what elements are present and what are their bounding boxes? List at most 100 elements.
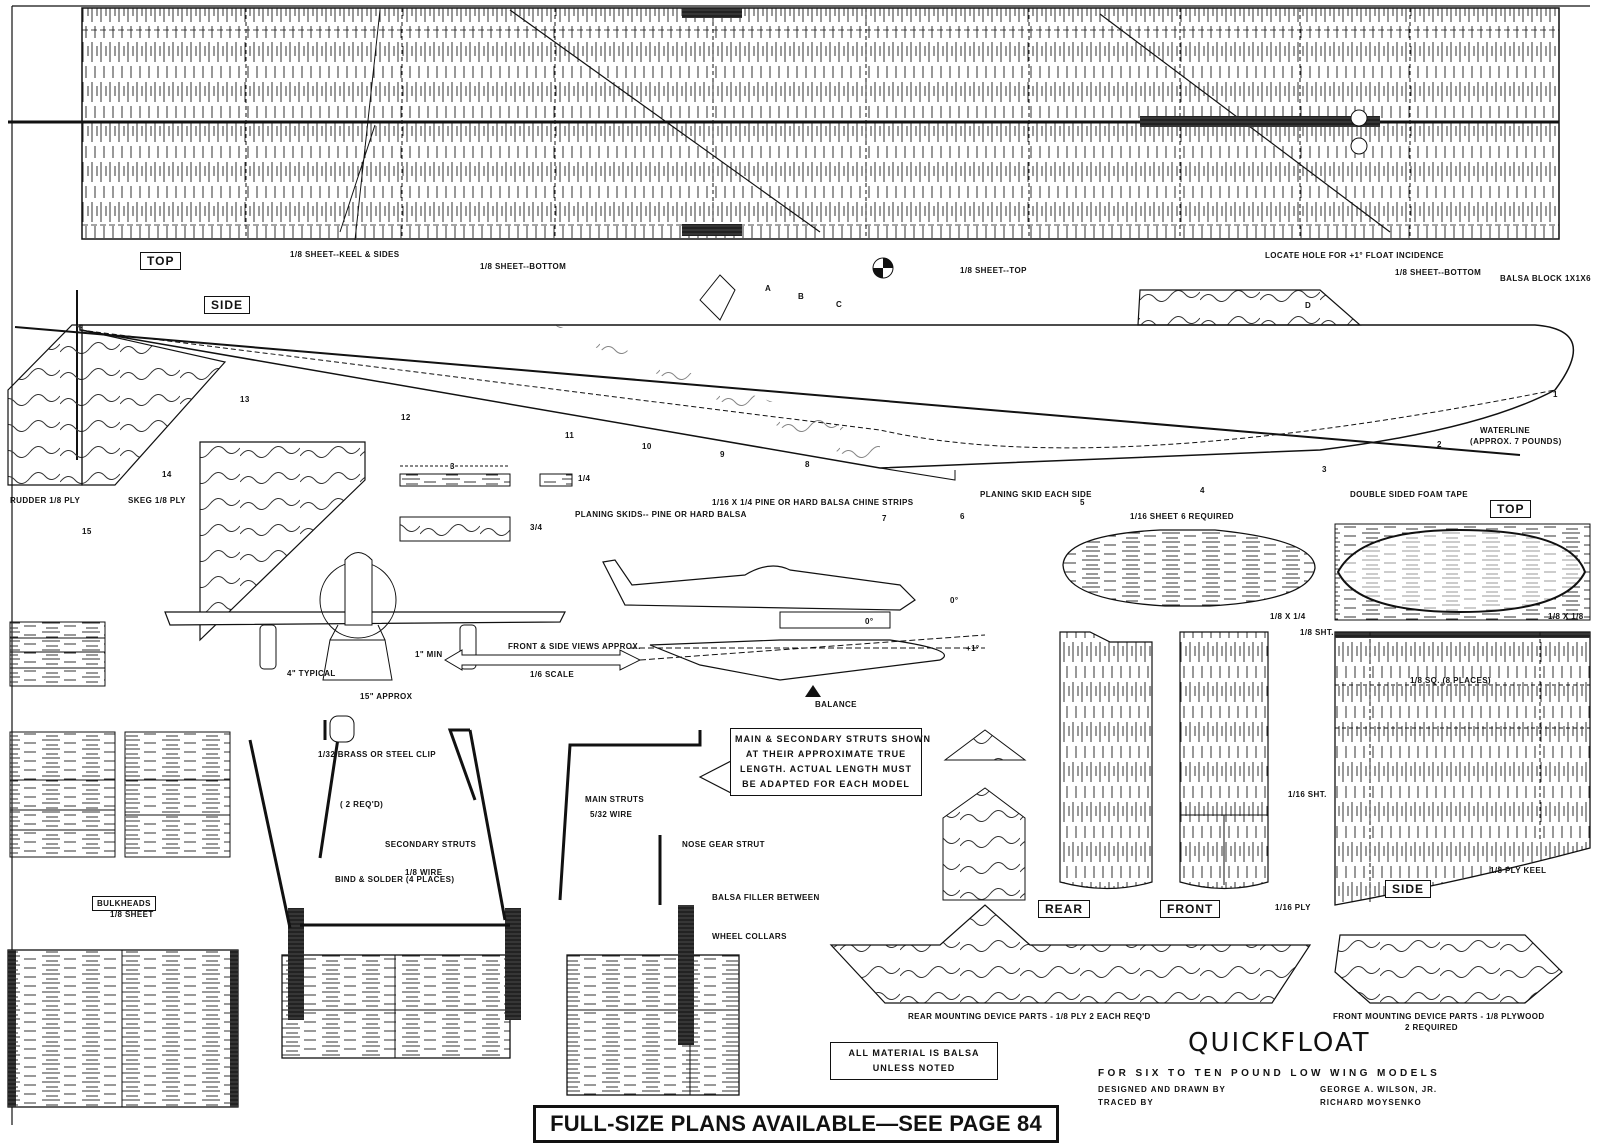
label-sheet-bottom-right: 1/8 SHEET--BOTTOM xyxy=(1395,268,1482,277)
plan-subtitle: FOR SIX TO TEN POUND LOW WING MODELS xyxy=(1098,1068,1441,1079)
struts-note-line: AT THEIR APPROXIMATE TRUE xyxy=(745,749,907,759)
callout-d: D xyxy=(1305,301,1312,310)
label-sq-8places: 1/8 SQ. (8 PLACES) xyxy=(1410,676,1491,685)
struts-note-line: MAIN & SECONDARY STRUTS SHOWN xyxy=(735,734,932,744)
label-sixteenth-sht: 1/16 SHT. xyxy=(1288,790,1327,799)
label-rudder: RUDDER 1/8 PLY xyxy=(10,496,81,505)
label-balsa-block: BALSA BLOCK 1X1X6 xyxy=(1500,274,1591,283)
station-6: 6 xyxy=(960,512,965,521)
label-sheet-bottom-left: 1/8 SHEET--BOTTOM xyxy=(480,262,567,271)
credit-traced-name: RICHARD MOYSENKO xyxy=(1320,1098,1422,1107)
float-front-end-view xyxy=(1179,631,1269,890)
label-planing-skids: PLANING SKIDS-- PINE OR HARD BALSA xyxy=(575,510,747,519)
float-top-view xyxy=(8,7,1560,241)
label-eighth-x-eighth: 1/8 x 1/8 xyxy=(1548,612,1584,621)
label-zero-deg: 0° xyxy=(950,596,959,605)
bulkhead-9-view xyxy=(248,715,702,1059)
plans-available-banner: FULL-SIZE PLANS AVAILABLE—SEE PAGE 84 xyxy=(533,1105,1059,1143)
label-dim-three-quarter: 3/4 xyxy=(530,523,543,532)
station-10: 10 xyxy=(642,442,652,451)
callout-c: C xyxy=(836,300,843,309)
label-locate-hole: LOCATE HOLE FOR +1° FLOAT INCIDENCE xyxy=(1265,251,1444,260)
label-skeg: SKEG 1/8 PLY xyxy=(128,496,186,505)
label-wheel-collars: WHEEL COLLARS xyxy=(712,932,787,941)
label-balance: BALANCE xyxy=(815,700,857,709)
label-rear-mount: REAR MOUNTING DEVICE PARTS - 1/8 PLY 2 E… xyxy=(908,1012,1151,1021)
label-bulkheads: BULKHEADS xyxy=(92,896,156,911)
station-8: 8 xyxy=(805,460,810,469)
mount-part-b xyxy=(942,787,1026,901)
station-7: 7 xyxy=(882,514,887,523)
label-bulkheads-sheet: 1/8 SHEET xyxy=(110,910,154,919)
station-9: 9 xyxy=(720,450,725,459)
label-waterline-note: (APPROX. 7 POUNDS) xyxy=(1470,437,1562,446)
scale-arrow xyxy=(444,649,642,671)
front-view-tag: FRONT xyxy=(1160,900,1221,918)
label-wire-eighth: 1/8 WIRE xyxy=(405,868,443,877)
station-11: 11 xyxy=(565,431,575,440)
label-req2: ( 2 REQ'D) xyxy=(340,800,384,809)
label-main-struts: MAIN STRUTS xyxy=(585,795,645,804)
skeg-part xyxy=(199,441,366,642)
label-pine-strips: 1/16 x 1/4 PINE OR HARD BALSA CHINE STRI… xyxy=(712,498,914,507)
label-sheet-top: 1/8 SHEET--TOP xyxy=(960,266,1027,275)
side-small-tag: SIDE xyxy=(1385,880,1432,898)
station-13: 13 xyxy=(240,395,250,404)
struts-note-line: LENGTH. ACTUAL LENGTH MUST xyxy=(740,764,912,774)
float-rear-end-view xyxy=(1059,631,1153,890)
label-sheet-keel: 1/8 SHEET--KEEL & SIDES xyxy=(290,250,400,259)
label-dim-3: 3 xyxy=(450,462,455,471)
mount-part-d xyxy=(1334,934,1563,1004)
label-secondary-struts: SECONDARY STRUTS xyxy=(385,840,477,849)
plan-title: QUICKFLOAT xyxy=(1188,1028,1371,1058)
top-small-tag: TOP xyxy=(1490,500,1532,518)
float-side-view xyxy=(7,257,1574,486)
label-balsa-filler: BALSA FILLER BETWEEN xyxy=(712,893,820,902)
callout-a: A xyxy=(765,284,772,293)
label-dim-quarter: 1/4 xyxy=(578,474,591,483)
label-front-side-views: FRONT & SIDE VIEWS APPROX. xyxy=(508,642,641,651)
label-double-sided: DOUBLE SIDED FOAM TAPE xyxy=(1350,490,1468,499)
label-wire-532: 5/32 WIRE xyxy=(590,810,633,819)
station-14: 14 xyxy=(162,470,172,479)
credit-designed-label: DESIGNED AND DRAWN BY xyxy=(1098,1085,1226,1094)
label-nose-gear: NOSE GEAR STRUT xyxy=(682,840,765,849)
side-view-tag: SIDE xyxy=(204,296,251,314)
credit-traced-label: TRACED BY xyxy=(1098,1098,1154,1107)
bulkhead-7-view xyxy=(7,949,239,1108)
model-side-view xyxy=(602,559,986,697)
label-waterline: WATERLINE xyxy=(1480,426,1531,435)
material-note: ALL MATERIAL IS BALSA UNLESS NOTED xyxy=(830,1042,998,1080)
page-border xyxy=(11,5,1590,1125)
station-15: 15 xyxy=(82,527,92,536)
top-view-tag: TOP xyxy=(140,252,182,270)
station-3: 3 xyxy=(1322,465,1327,474)
bulkhead-template xyxy=(1062,529,1316,607)
label-plus-one: +1° xyxy=(966,644,980,653)
material-note-line: UNLESS NOTED xyxy=(872,1063,956,1073)
station-4: 4 xyxy=(1200,486,1205,495)
label-sixteenth-ply: 1/16 PLY xyxy=(1275,903,1311,912)
mount-part-c xyxy=(829,904,1312,1004)
station-1: 1 xyxy=(1553,390,1558,399)
label-front-mount-2: 2 REQUIRED xyxy=(1405,1023,1458,1032)
label-scale: 1/6 SCALE xyxy=(530,670,575,679)
mount-part-a xyxy=(943,729,1027,761)
small-parts-stack xyxy=(9,621,231,858)
station-2: 2 xyxy=(1437,440,1442,449)
rear-view-tag: REAR xyxy=(1038,900,1091,918)
label-planing-skid-each: PLANING SKID EACH SIDE xyxy=(980,490,1092,499)
label-one-min: 1" MIN xyxy=(415,650,443,659)
station-12: 12 xyxy=(401,413,411,422)
label-sheet-6-required: 1/16 SHEET 6 REQUIRED xyxy=(1130,512,1234,521)
label-eighth-ply-keel: 1/8 PLY KEEL xyxy=(1490,866,1547,875)
label-bind-solder: BIND & SOLDER (4 PLACES) xyxy=(335,875,455,884)
label-eighth-sht: 1/8 SHT. xyxy=(1300,628,1334,637)
struts-note: MAIN & SECONDARY STRUTS SHOWN AT THEIR A… xyxy=(730,728,932,796)
label-front-mount: FRONT MOUNTING DEVICE PARTS - 1/8 PLYWOO… xyxy=(1333,1012,1545,1021)
credit-designed-name: GEORGE A. WILSON, JR. xyxy=(1320,1085,1438,1094)
label-brass-clip: 1/32 BRASS OR STEEL CLIP xyxy=(318,750,436,759)
label-four-typical: 4" TYPICAL xyxy=(287,669,336,678)
station-5: 5 xyxy=(1080,498,1085,507)
